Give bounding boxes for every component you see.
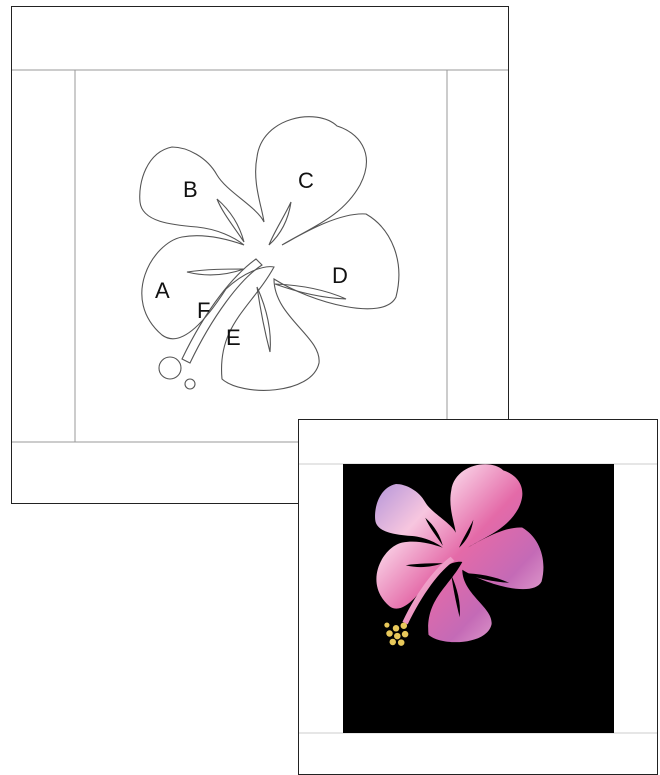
label-c: C <box>298 168 314 193</box>
slot-c <box>269 202 291 245</box>
stamen-dot <box>390 639 397 646</box>
stamen-dot <box>401 622 408 629</box>
stamen-dot <box>402 631 409 638</box>
label-e: E <box>226 325 241 350</box>
finished-block-preview <box>298 419 658 775</box>
stamen-dot <box>384 622 389 627</box>
label-f: F <box>197 298 210 323</box>
stamen-dot <box>386 630 393 637</box>
stamen-dot <box>393 625 400 632</box>
stamen-dot-large <box>159 357 181 379</box>
stamen-dot <box>394 633 401 640</box>
label-b: B <box>183 177 198 202</box>
preview-drawing <box>299 420 658 775</box>
label-d: D <box>332 263 348 288</box>
stamen-dot-small <box>185 379 195 389</box>
slot-a <box>187 269 244 275</box>
slot-e <box>257 287 270 352</box>
slot-b <box>217 199 244 242</box>
label-a: A <box>155 278 170 303</box>
stamen-dot <box>398 639 405 646</box>
